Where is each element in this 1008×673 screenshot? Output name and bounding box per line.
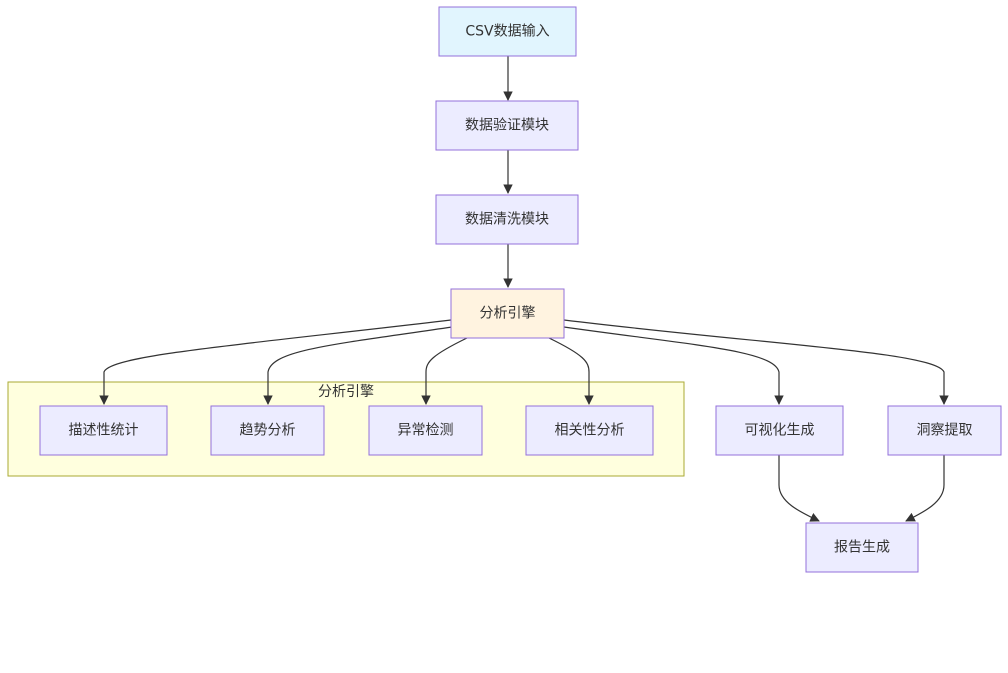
node-visualization-label: 可视化生成 [745,423,815,439]
node-cleaning-label: 数据清洗模块 [465,212,549,228]
node-descriptive: 描述性统计 [39,405,168,456]
node-report-label: 报告生成 [834,540,890,556]
node-csv-input-label: CSV数据输入 [465,24,549,40]
edge-engine-to-descriptive [99,319,452,405]
edge-engine-to-correlation [548,337,594,405]
node-trend: 趋势分析 [210,405,325,456]
node-engine: 分析引擎 [450,288,565,339]
node-validation-label: 数据验证模块 [465,118,549,134]
edge-insight-to-report [905,455,945,522]
edge-engine-to-visualization [563,326,784,405]
node-report: 报告生成 [805,522,919,573]
node-engine-box [450,288,565,339]
node-insight-label: 洞察提取 [917,422,973,439]
node-anomaly-box [368,405,483,456]
node-insight: 洞察提取 [887,405,1002,456]
node-engine-label: 分析引擎 [480,306,536,322]
node-report-box [805,522,919,573]
node-descriptive-box [39,405,168,456]
edges [99,56,949,522]
edge-visualization-to-report [778,455,820,522]
edge-engine-to-insight [563,319,949,405]
node-correlation-label: 相关性分析 [555,423,625,439]
node-trend-box [210,405,325,456]
node-visualization: 可视化生成 [715,405,844,456]
node-validation: 数据验证模块 [435,100,579,151]
node-csv-input: CSV数据输入 [438,6,577,57]
node-anomaly-label: 异常检测 [398,423,454,439]
node-cleaning-box [435,194,579,245]
node-trend-label: 趋势分析 [240,423,296,439]
node-csv-input-box [438,6,577,57]
node-anomaly: 异常检测 [368,405,483,456]
node-visualization-box [715,405,844,456]
node-cleaning: 数据清洗模块 [435,194,579,245]
node-correlation: 相关性分析 [525,405,654,456]
node-descriptive-label: 描述性统计 [69,423,139,439]
edge-engine-to-anomaly [421,337,468,405]
node-validation-box [435,100,579,151]
analysis-engine-group-label: 分析引擎 [318,384,374,400]
node-insight-box [887,405,1002,456]
node-correlation-box [525,405,654,456]
edge-engine-to-trend [263,326,453,405]
